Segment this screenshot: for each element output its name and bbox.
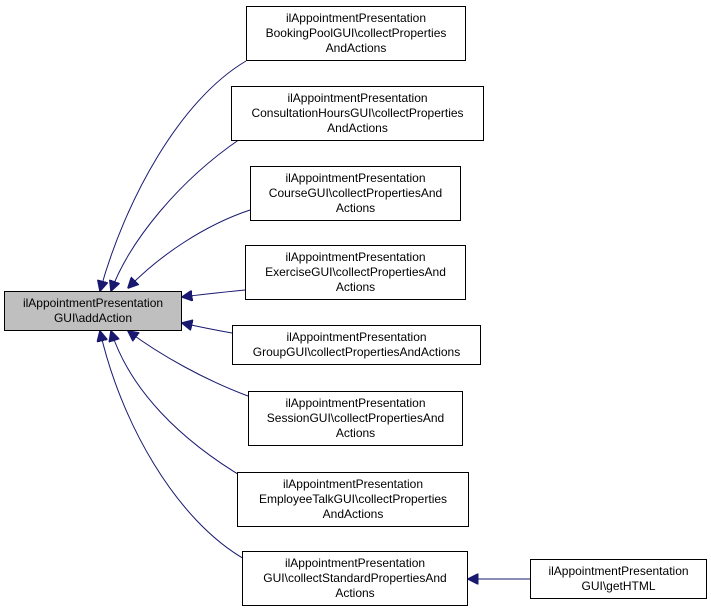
node-exercise-collect[interactable]: ilAppointmentPresentation ExerciseGUI\co… <box>245 245 466 300</box>
node-get-html[interactable]: ilAppointmentPresentation GUI\getHTML <box>530 559 707 599</box>
node-session-collect[interactable]: ilAppointmentPresentation SessionGUI\col… <box>248 391 463 446</box>
node-collect-standard[interactable]: ilAppointmentPresentation GUI\collectSta… <box>242 551 468 606</box>
node-course-collect[interactable]: ilAppointmentPresentation CourseGUI\coll… <box>250 166 461 221</box>
edge-employee-to-root <box>111 331 247 480</box>
edge-course-to-root <box>128 209 251 288</box>
edge-group-to-root <box>182 323 233 334</box>
edge-consult-to-root <box>111 138 241 291</box>
node-add-action: ilAppointmentPresentation GUI\addAction <box>4 291 182 331</box>
node-consultation-hours-collect[interactable]: ilAppointmentPresentation ConsultationHo… <box>231 86 484 141</box>
node-employee-talk-collect[interactable]: ilAppointmentPresentation EmployeeTalkGU… <box>237 472 469 527</box>
node-group-collect[interactable]: ilAppointmentPresentation GroupGUI\colle… <box>232 325 481 365</box>
edge-booking-to-root <box>100 60 247 291</box>
node-booking-pool-collect[interactable]: ilAppointmentPresentation BookingPoolGUI… <box>246 6 466 61</box>
edge-exercise-to-root <box>182 289 246 297</box>
edge-session-to-root <box>128 331 249 397</box>
edge-standard-to-root <box>100 331 247 561</box>
